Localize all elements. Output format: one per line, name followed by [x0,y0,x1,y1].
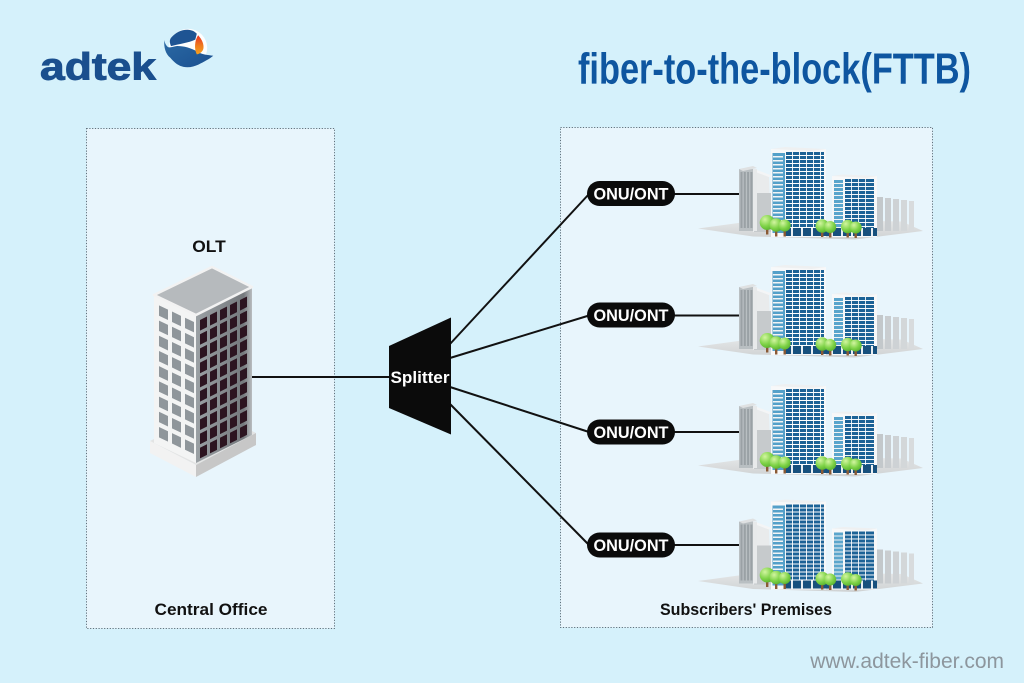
svg-text:Central Office: Central Office [155,601,268,619]
svg-text:ONU/ONT: ONU/ONT [594,306,670,325]
svg-text:adtek: adtek [40,47,157,89]
svg-text:ONU/ONT: ONU/ONT [594,536,670,555]
svg-text:ONU/ONT: ONU/ONT [594,423,670,442]
svg-text:OLT: OLT [192,237,226,256]
svg-text:ONU/ONT: ONU/ONT [594,185,670,204]
svg-text:Splitter: Splitter [391,368,450,387]
svg-text:Subscribers' Premises: Subscribers' Premises [660,601,832,619]
svg-text:www.adtek-fiber.com: www.adtek-fiber.com [809,650,1004,673]
svg-text:fiber-to-the-block(FTTB): fiber-to-the-block(FTTB) [578,45,971,94]
